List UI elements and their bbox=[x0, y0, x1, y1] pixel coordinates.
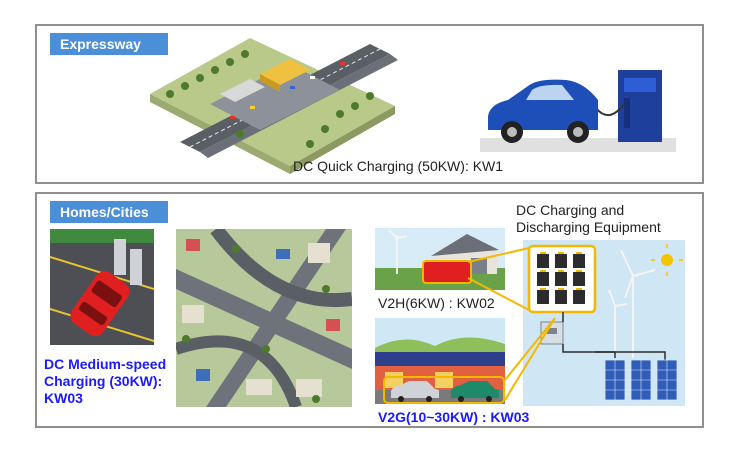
homes-cities-tag: Homes/Cities bbox=[50, 201, 168, 223]
ev-quick-charger-illustration bbox=[480, 70, 676, 152]
expressway-tag: Expressway bbox=[50, 33, 168, 55]
v2h-highlight bbox=[422, 260, 472, 284]
highway-rest-area-illustration bbox=[150, 38, 398, 174]
medium-speed-line2: Charging (30KW): bbox=[44, 373, 163, 389]
quick-charging-caption: DC Quick Charging (50KW): KW1 bbox=[293, 158, 504, 174]
v2g-highlight bbox=[383, 376, 505, 404]
v2h-label: V2H(6KW) : KW02 bbox=[378, 295, 495, 311]
equipment-title-line1: DC Charging and bbox=[516, 202, 625, 218]
v2g-cars bbox=[391, 381, 499, 402]
v2h-home-illustration bbox=[375, 228, 505, 290]
v2g-label: V2G(10~30KW) : KW03 bbox=[378, 409, 530, 425]
renewable-energy-system-illustration bbox=[523, 240, 685, 406]
medium-speed-line1: DC Medium-speed bbox=[44, 356, 167, 372]
city-interchange-illustration bbox=[176, 229, 352, 407]
parking-charger-illustration bbox=[50, 229, 154, 345]
equipment-title-line2: Discharging Equipment bbox=[516, 219, 661, 235]
medium-speed-line3: KW03 bbox=[44, 390, 83, 406]
